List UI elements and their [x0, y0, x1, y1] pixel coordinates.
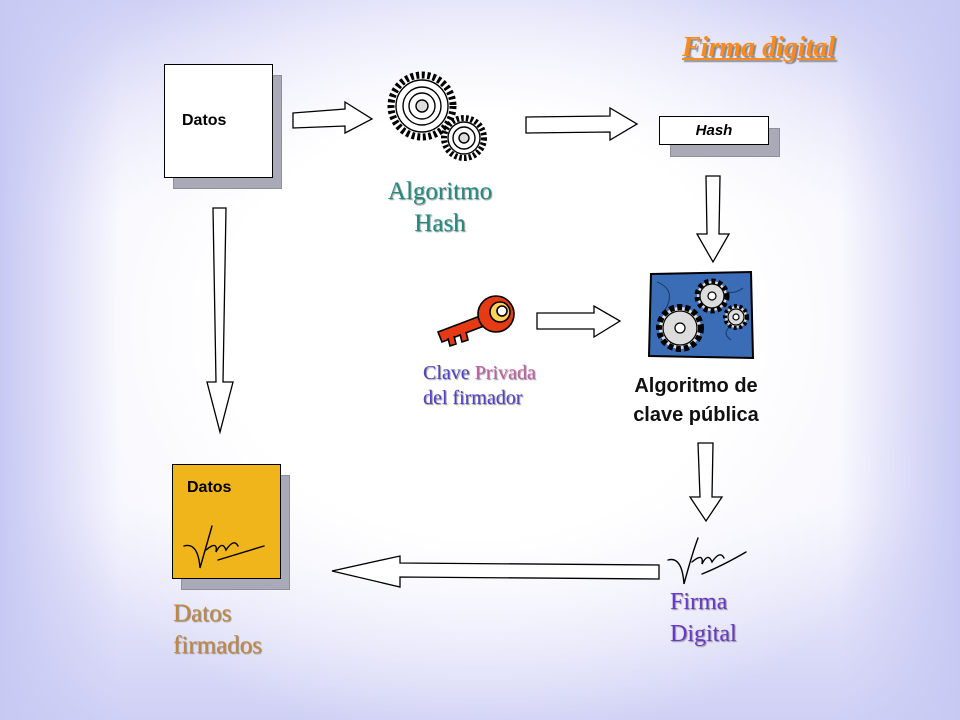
signature-icon	[667, 537, 747, 585]
document-page	[164, 64, 273, 178]
digital-signature-label-line2: Digital	[670, 621, 737, 647]
key-icon	[436, 295, 515, 348]
arrow-hash-algorithm-to-hash	[525, 106, 639, 142]
digital-signature-label: Firma Digital	[670, 586, 737, 650]
background-left-shade	[0, 0, 120, 720]
arrow-signature-to-signed-data	[331, 555, 660, 588]
gears-board-icon	[647, 270, 755, 360]
private-key-label-clave: Clave	[423, 362, 470, 384]
datos-label: Datos	[182, 112, 227, 129]
digital-signature-label-line1: Firma	[670, 589, 728, 615]
private-key-label: Clave Privada del firmador	[423, 361, 536, 411]
arrow-datos-to-signed-data	[206, 207, 234, 435]
public-key-algorithm-label-line2: clave pública	[633, 404, 759, 426]
signature-icon	[183, 525, 265, 569]
arrow-public-key-algorithm-to-signature	[688, 442, 724, 523]
hash-label: Hash	[695, 122, 733, 139]
hash-algorithm-label-line2: Hash	[414, 210, 466, 237]
datos-document: Datos	[164, 64, 282, 189]
signed-data-label-line2: firmados	[173, 632, 262, 659]
private-key-label-privada: Privada	[474, 362, 536, 384]
hash-document: Hash	[659, 116, 780, 157]
gears-icon	[387, 71, 487, 161]
arrow-datos-to-hash-algorithm	[292, 100, 374, 135]
signed-datos-label: Datos	[187, 479, 232, 496]
private-key-label-line1: Clave Privada	[423, 361, 536, 386]
private-key-label-line2: del firmador	[423, 387, 523, 409]
public-key-algorithm-label: Algoritmo de clave pública	[606, 372, 786, 430]
hash-algorithm-label-line1: Algoritmo	[387, 178, 493, 205]
arrow-key-to-public-key-algorithm	[536, 304, 622, 339]
arrow-hash-to-public-key-algorithm	[695, 175, 731, 264]
document-page	[659, 116, 769, 145]
background-right-shade	[840, 0, 960, 720]
signed-data-label: Datos firmados	[173, 598, 262, 662]
public-key-algorithm-label-line1: Algoritmo de	[634, 375, 758, 397]
signed-data-document: Datos	[172, 464, 290, 590]
document-page	[172, 464, 281, 579]
slide-title: Firma digital	[682, 32, 836, 63]
signed-data-label-line1: Datos	[173, 600, 232, 627]
hash-algorithm-label: Algoritmo Hash	[380, 176, 500, 240]
